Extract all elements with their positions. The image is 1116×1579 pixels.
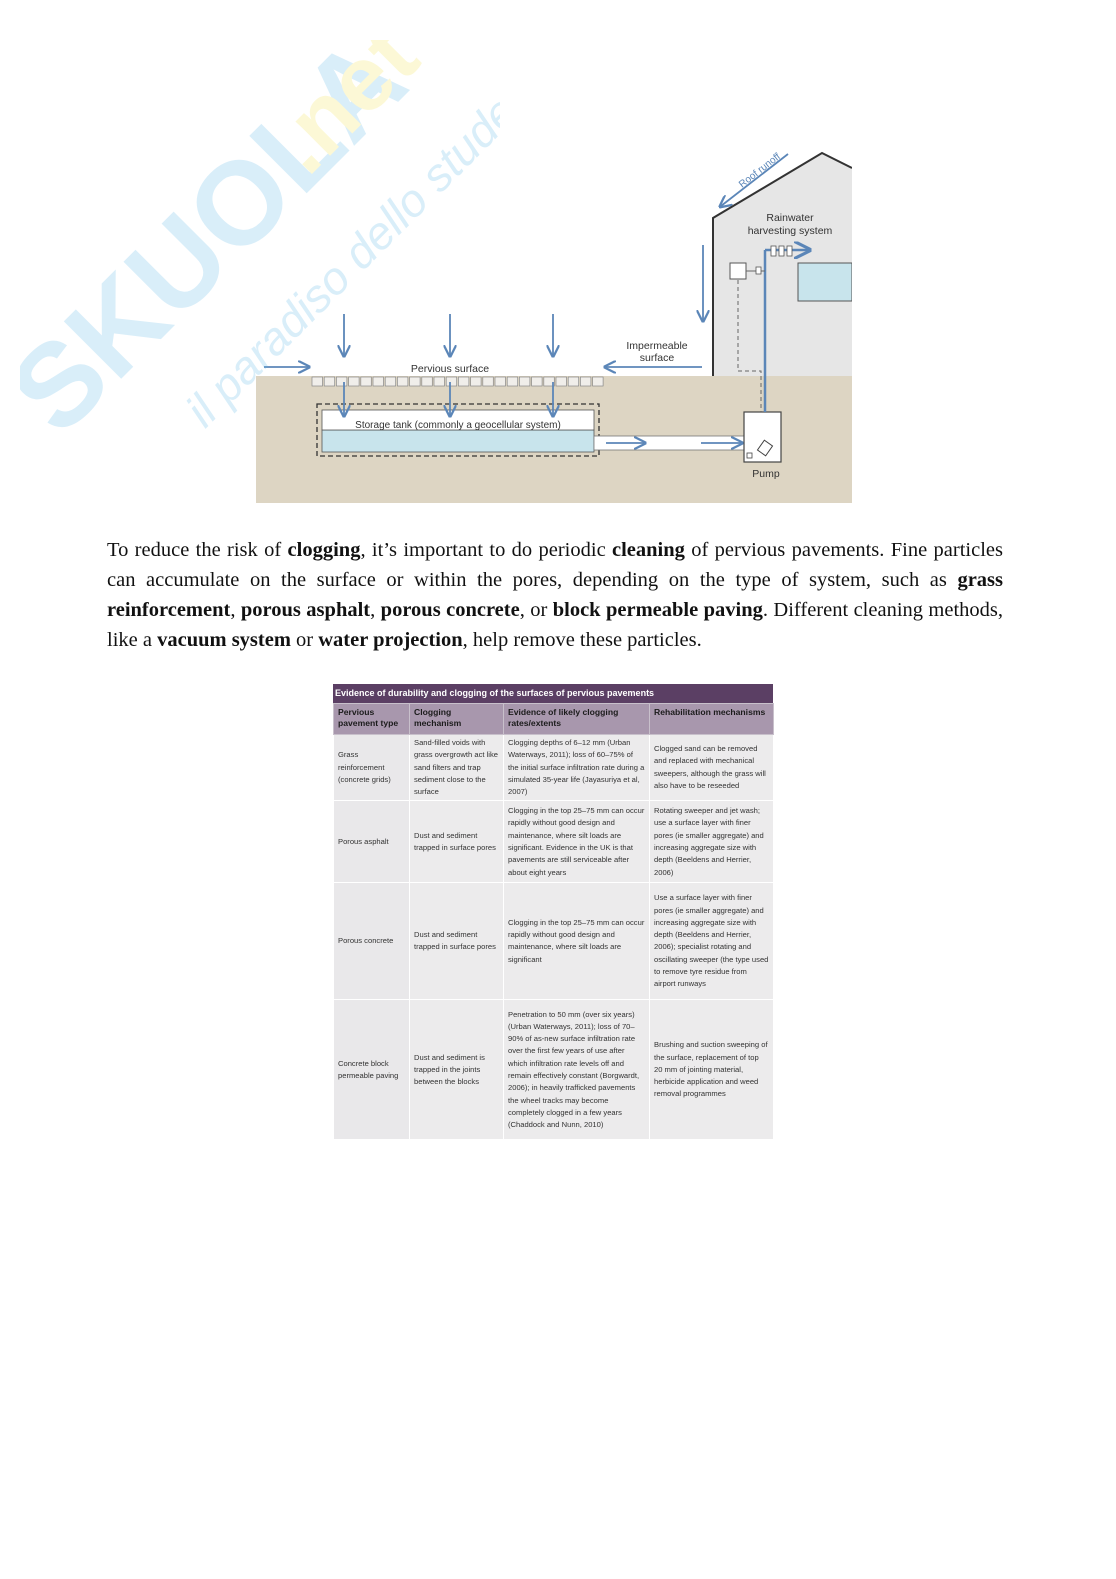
term-block-permeable-paving: block permeable paving <box>552 599 763 621</box>
paving-block <box>433 376 445 387</box>
paving-block <box>348 376 360 387</box>
paving-block <box>555 376 567 387</box>
paving-block <box>421 376 433 387</box>
header-pavement-type: Pervious pavement type <box>333 703 410 735</box>
table-cell: Porous concrete <box>333 882 410 1001</box>
term-clogging: clogging <box>287 539 361 561</box>
table-cell: Dust and sediment trapped in surface por… <box>409 882 504 1001</box>
table-cell: Rotating sweeper and jet wash; use a sur… <box>649 800 774 884</box>
rainwater-label-1: Rainwater <box>766 212 814 224</box>
pervious-paving <box>311 376 604 387</box>
paving-block <box>519 376 531 387</box>
paving-block <box>458 376 470 387</box>
table-cell: Clogged sand can be removed and replaced… <box>649 733 774 802</box>
body-paragraph: To reduce the risk of clogging, it’s imp… <box>107 539 1004 651</box>
table-header-row: Pervious pavement type Clogging mechanis… <box>333 703 774 735</box>
table-cell: Clogging in the top 25–75 mm can occur r… <box>503 882 650 1001</box>
storage-tank-label: Storage tank (commonly a geocellular sys… <box>355 420 561 431</box>
table-row: Porous asphalt Dust and sediment trapped… <box>333 800 774 884</box>
table-cell: Penetration to 50 mm (over six years) (U… <box>503 999 650 1141</box>
table-cell: Grass reinforcement (concrete grids) <box>333 733 410 802</box>
header-clogging-mechanism: Clogging mechanism <box>409 703 504 735</box>
rainwater-label-2: harvesting system <box>748 225 833 237</box>
pump-chamber <box>743 411 782 463</box>
table-cell: Dust and sediment is trapped in the join… <box>409 999 504 1141</box>
clogging-table: Evidence of durability and clogging of t… <box>333 684 774 1141</box>
paving-block <box>372 376 384 387</box>
table-row: Porous concrete Dust and sediment trappe… <box>333 882 774 1001</box>
table-cell: Sand-filled voids with grass overgrowth … <box>409 733 504 802</box>
paving-block <box>531 376 543 387</box>
paving-block <box>323 376 336 387</box>
term-porous-concrete: porous concrete <box>380 599 520 621</box>
term-water-projection: water projection <box>318 629 463 651</box>
term-porous-asphalt: porous asphalt <box>240 599 371 621</box>
pump-label: Pump <box>752 468 780 480</box>
paving-block <box>482 376 494 387</box>
paving-block <box>506 376 519 387</box>
paving-block <box>336 376 348 387</box>
paving-block <box>311 376 323 387</box>
table-cell: Brushing and suction sweeping of the sur… <box>649 999 774 1141</box>
paving-block <box>397 376 409 387</box>
table-cell: Clogging depths of 6–12 mm (Urban Waterw… <box>503 733 650 802</box>
table-row: Concrete block permeable paving Dust and… <box>333 999 774 1141</box>
header-rehabilitation: Rehabilitation mechanisms <box>649 703 774 735</box>
paving-block <box>445 376 458 387</box>
storage-tank-outline <box>316 403 600 457</box>
term-grass-reinforcement: grass reinforcement <box>107 569 1003 621</box>
table-row: Grass reinforcement (concrete grids) San… <box>333 733 774 802</box>
impermeable-label-1: Impermeable <box>626 340 687 352</box>
table-cell: Dust and sediment trapped in surface por… <box>409 800 504 884</box>
impermeable-label-2: surface <box>640 352 675 364</box>
paving-block <box>567 376 580 387</box>
table-cell: Porous asphalt <box>333 800 410 884</box>
rainwater-tank <box>797 262 852 302</box>
storage-tank <box>321 429 595 453</box>
paving-block <box>543 376 555 387</box>
paving-block <box>592 376 604 387</box>
header-evidence: Evidence of likely clogging rates/extent… <box>503 703 650 735</box>
term-vacuum-system: vacuum system <box>157 629 291 651</box>
term-cleaning: cleaning <box>612 539 685 561</box>
paving-block <box>580 376 592 387</box>
paving-block <box>494 376 506 387</box>
table-cell: Use a surface layer with finer pores (ie… <box>649 882 774 1001</box>
table-title: Evidence of durability and clogging of t… <box>333 684 773 703</box>
paving-block <box>360 376 372 387</box>
building <box>713 153 852 376</box>
paving-block <box>409 376 421 387</box>
table-cell: Clogging in the top 25–75 mm can occur r… <box>503 800 650 884</box>
drainage-diagram: Roof runoff Rainwater harvesting system … <box>256 151 852 503</box>
table-cell: Concrete block permeable paving <box>333 999 410 1141</box>
paving-block <box>470 376 482 387</box>
table-grid: Pervious pavement type Clogging mechanis… <box>333 703 774 1141</box>
paving-block <box>384 376 397 387</box>
pervious-surface-label: Pervious surface <box>411 363 489 375</box>
